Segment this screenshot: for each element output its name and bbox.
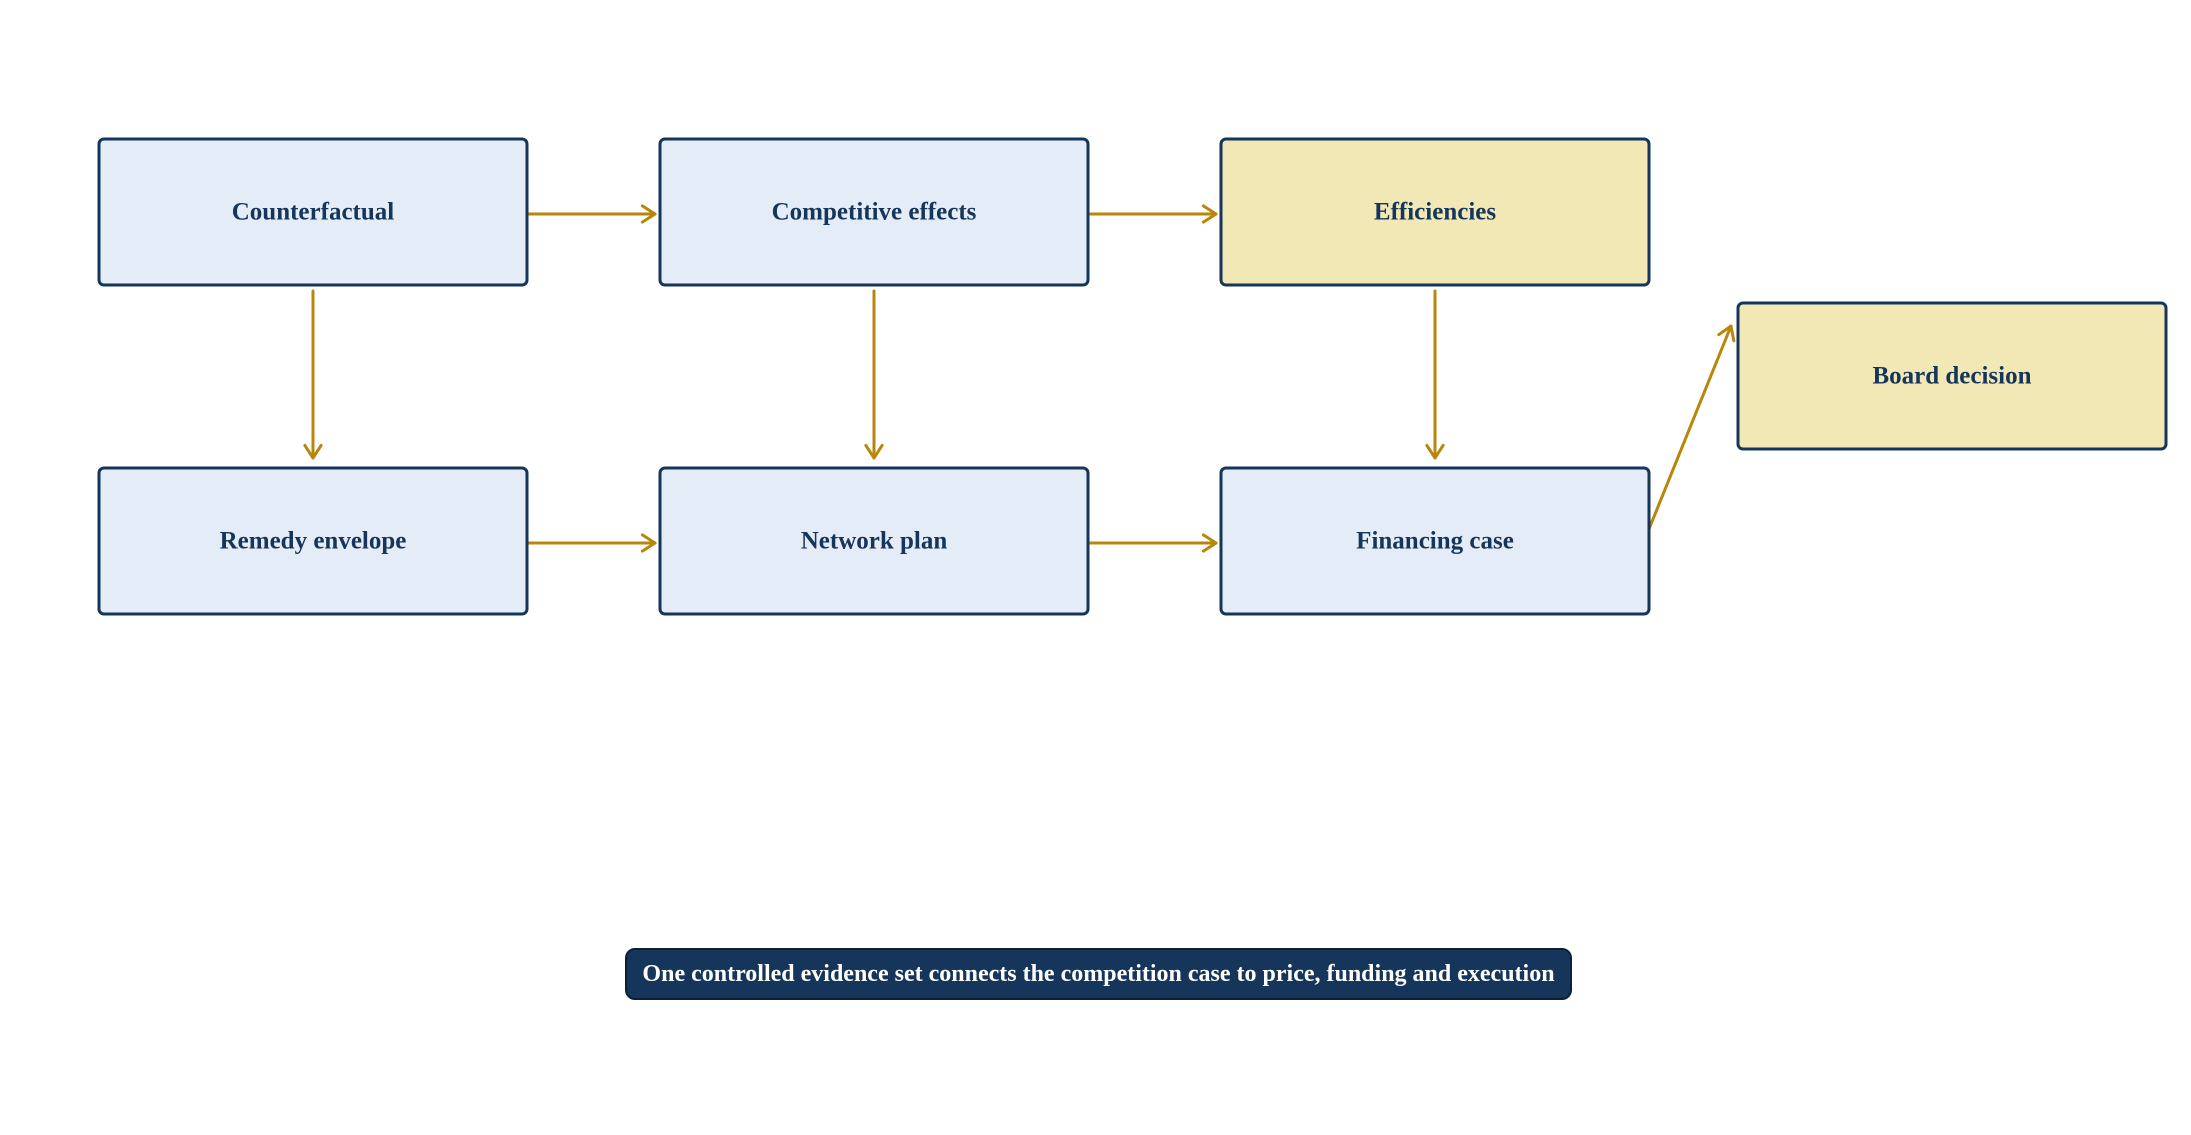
node-financing-case: Financing case bbox=[1219, 466, 1651, 616]
node-label: Efficiencies bbox=[1374, 199, 1496, 226]
node-box bbox=[1219, 466, 1651, 616]
node-remedy-envelope: Remedy envelope bbox=[97, 466, 529, 616]
edge-counterfactual-to-competitive-effects bbox=[523, 204, 657, 224]
edge-competitive-effects-to-network-plan bbox=[864, 289, 884, 460]
node-efficiencies: Efficiencies bbox=[1219, 137, 1651, 287]
node-label: Remedy envelope bbox=[220, 528, 407, 555]
edge-competitive-effects-to-efficiencies bbox=[1084, 204, 1218, 224]
edge-efficiencies-to-financing-case bbox=[1425, 289, 1445, 460]
arrow-head bbox=[1425, 443, 1445, 460]
arrow-head bbox=[303, 443, 323, 460]
node-label: Board decision bbox=[1872, 363, 2031, 390]
edge-network-plan-to-financing-case bbox=[1084, 533, 1218, 553]
node-box bbox=[97, 466, 529, 616]
node-board-decision: Board decision bbox=[1736, 301, 2168, 451]
node-label: Counterfactual bbox=[232, 199, 395, 226]
node-counterfactual: Counterfactual bbox=[97, 137, 529, 287]
arrow-head bbox=[640, 533, 657, 553]
arrow-head bbox=[640, 204, 657, 224]
nodes-layer: Counterfactual Competitive effects Efficie… bbox=[97, 137, 2168, 616]
arrow-head bbox=[1201, 533, 1218, 553]
summary-banner: One controlled evidence set connects the… bbox=[625, 948, 1572, 1000]
node-network-plan: Network plan bbox=[658, 466, 1090, 616]
edge-line bbox=[1643, 324, 1733, 541]
edge-financing-case-to-board-decision bbox=[1643, 324, 1736, 541]
arrow-head bbox=[1201, 204, 1218, 224]
node-box bbox=[1736, 301, 2168, 451]
node-label: Competitive effects bbox=[772, 199, 977, 226]
node-competitive-effects: Competitive effects bbox=[658, 137, 1090, 287]
edge-remedy-envelope-to-network-plan bbox=[523, 533, 657, 553]
arrow-head bbox=[1717, 324, 1736, 343]
edge-counterfactual-to-remedy-envelope bbox=[303, 289, 323, 460]
edges-layer bbox=[303, 204, 1736, 553]
node-label: Network plan bbox=[801, 528, 948, 555]
summary-banner-text: One controlled evidence set connects the… bbox=[642, 961, 1554, 987]
node-label: Financing case bbox=[1356, 528, 1514, 555]
summary-banner-box bbox=[625, 948, 1572, 1000]
node-box bbox=[658, 137, 1090, 287]
node-box bbox=[1219, 137, 1651, 287]
node-box bbox=[97, 137, 529, 287]
node-box bbox=[658, 466, 1090, 616]
arrow-head bbox=[864, 443, 884, 460]
